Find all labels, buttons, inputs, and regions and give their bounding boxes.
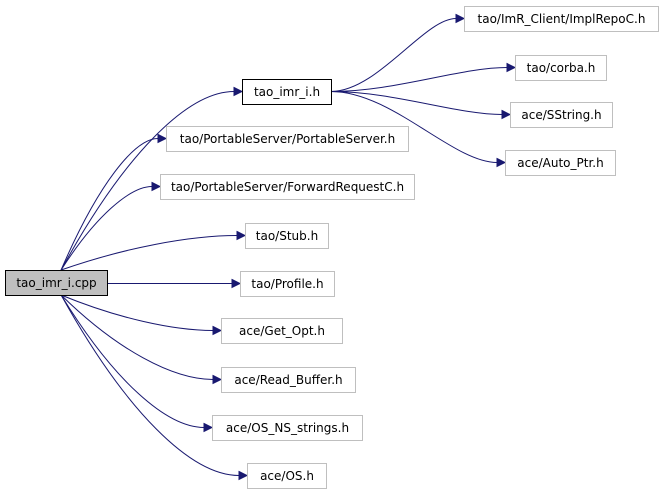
edge-tao_imr_i_h-to-implrepoc_h	[330, 18, 457, 92]
edge-tao_imr_i_cpp-to-stub_h	[60, 235, 238, 271]
node-sstring-h[interactable]: ace/SString.h	[510, 102, 613, 128]
node-profile-h[interactable]: tao/Profile.h	[240, 271, 335, 297]
arrow-head-profile_h	[231, 278, 242, 289]
node-label: tao/PortableServer/ForwardRequestC.h	[171, 180, 404, 194]
nodes-layer: tao_imr_i.cpp tao_imr_i.h tao/ImR_Client/I…	[5, 6, 659, 489]
arrow-head-tao_imr_i_h	[233, 86, 244, 97]
edge-tao_imr_i_cpp-to-tao_imr_i_h	[60, 91, 235, 271]
node-label: ace/SString.h	[521, 108, 601, 122]
arrow-head-os_h	[238, 470, 249, 481]
arrow-head-portableserver_h	[157, 133, 168, 144]
node-tao-imr-i-cpp[interactable]: tao_imr_i.cpp	[5, 270, 108, 296]
edges-layer	[60, 13, 517, 481]
node-get-opt-h[interactable]: ace/Get_Opt.h	[221, 318, 343, 344]
edge-tao_imr_i_h-to-corba_h	[330, 67, 508, 92]
node-box[interactable]	[464, 6, 659, 32]
node-box[interactable]	[515, 55, 607, 81]
node-box[interactable]	[166, 126, 409, 152]
node-os-ns-strings-h[interactable]: ace/OS_NS_strings.h	[212, 415, 363, 441]
node-label: ace/OS.h	[260, 469, 314, 483]
node-corba-h[interactable]: tao/corba.h	[515, 55, 607, 81]
arrow-head-os_ns_strings_h	[203, 422, 214, 433]
node-auto-ptr-h[interactable]: ace/Auto_Ptr.h	[505, 150, 616, 176]
node-label: tao/PortableServer/PortableServer.h	[180, 132, 395, 146]
node-implrepoc-h[interactable]: tao/ImR_Client/ImplRepoC.h	[464, 6, 659, 32]
edge-tao_imr_i_cpp-to-os_h	[60, 294, 240, 476]
node-box[interactable]	[221, 367, 356, 393]
node-label: ace/Get_Opt.h	[239, 324, 325, 338]
arrow-head-stub_h	[236, 230, 247, 241]
node-box[interactable]	[245, 223, 329, 249]
node-label: ace/Read_Buffer.h	[234, 373, 342, 387]
node-label: ace/Auto_Ptr.h	[517, 156, 603, 170]
arrow-head-read_buffer_h	[212, 374, 223, 385]
node-box[interactable]	[505, 150, 616, 176]
node-label: tao/Stub.h	[256, 229, 318, 243]
node-label: tao/ImR_Client/ImplRepoC.h	[478, 12, 646, 26]
node-read-buffer-h[interactable]: ace/Read_Buffer.h	[221, 367, 356, 393]
edge-tao_imr_i_cpp-to-portableserver_h	[60, 138, 159, 271]
node-label: tao_imr_i.h	[254, 85, 320, 99]
node-forwardrequestc-h[interactable]: tao/PortableServer/ForwardRequestC.h	[160, 174, 415, 200]
edge-tao_imr_i_cpp-to-read_buffer_h	[60, 294, 214, 380]
node-label: tao/Profile.h	[251, 277, 323, 291]
arrow-head-get_opt_h	[212, 325, 223, 336]
node-box[interactable]	[242, 79, 332, 105]
node-box[interactable]	[221, 318, 343, 344]
node-box[interactable]	[5, 270, 108, 296]
edge-tao_imr_i_cpp-to-get_opt_h	[60, 294, 214, 331]
arrow-head-forwardrequestc_h	[151, 181, 162, 192]
edge-tao_imr_i_cpp-to-forwardrequestc_h	[60, 186, 153, 271]
node-label: tao_imr_i.cpp	[16, 276, 96, 290]
node-os-h[interactable]: ace/OS.h	[247, 463, 327, 489]
node-box[interactable]	[240, 271, 335, 297]
edge-tao_imr_i_h-to-auto_ptr_h	[330, 91, 498, 163]
node-box[interactable]	[212, 415, 363, 441]
arrow-head-auto_ptr_h	[496, 157, 507, 168]
node-box[interactable]	[510, 102, 613, 128]
arrow-head-sstring_h	[501, 109, 512, 120]
arrow-head-corba_h	[506, 62, 517, 73]
edge-tao_imr_i_h-to-sstring_h	[330, 91, 503, 115]
node-portableserver-h[interactable]: tao/PortableServer/PortableServer.h	[166, 126, 409, 152]
edge-tao_imr_i_cpp-to-os_ns_strings_h	[60, 294, 205, 428]
arrow-head-implrepoc_h	[455, 13, 466, 24]
node-box[interactable]	[160, 174, 415, 200]
node-label: tao/corba.h	[527, 61, 596, 75]
node-box[interactable]	[247, 463, 327, 489]
node-stub-h[interactable]: tao/Stub.h	[245, 223, 329, 249]
node-tao-imr-i-h[interactable]: tao_imr_i.h	[242, 79, 332, 105]
node-label: ace/OS_NS_strings.h	[226, 421, 349, 435]
